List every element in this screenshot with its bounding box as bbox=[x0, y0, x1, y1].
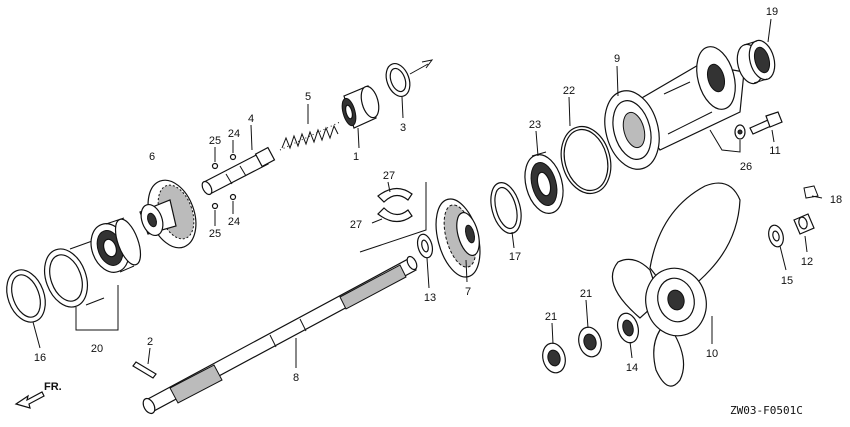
part-24-pin-top bbox=[229, 153, 237, 161]
label-part-21-lower: 21 bbox=[545, 311, 557, 323]
part-26-washer bbox=[734, 124, 746, 140]
part-18-cotter-pin bbox=[803, 185, 819, 199]
part-4-shift-shaft bbox=[201, 146, 276, 196]
part-2-pin bbox=[132, 361, 157, 379]
label-part-5: 5 bbox=[305, 91, 311, 103]
part-19-needle-bearing bbox=[736, 39, 776, 85]
label-part-3: 3 bbox=[400, 122, 406, 134]
label-part-7: 7 bbox=[465, 286, 471, 298]
part-16-o-ring bbox=[6, 269, 46, 323]
part-15-washer bbox=[768, 224, 784, 248]
label-part-10: 10 bbox=[706, 348, 718, 360]
label-part-6: 6 bbox=[149, 151, 155, 163]
label-part-24-bottom: 24 bbox=[228, 216, 240, 228]
label-part-27-bottom: 27 bbox=[350, 219, 362, 231]
label-part-1: 1 bbox=[353, 151, 359, 163]
part-25-pin-top bbox=[211, 162, 219, 170]
label-part-21-upper: 21 bbox=[580, 288, 592, 300]
part-23-ball-bearing bbox=[524, 151, 564, 214]
part-24-pin-bottom bbox=[229, 193, 237, 201]
part-20-tapered-roller-bearing bbox=[90, 217, 142, 273]
part-3-ring bbox=[385, 62, 411, 98]
label-part-23: 23 bbox=[529, 119, 541, 131]
part-20-bearing-race bbox=[43, 239, 105, 308]
part-10-propeller bbox=[611, 182, 741, 387]
direction-label: FR. bbox=[44, 381, 62, 393]
label-part-25-bottom: 25 bbox=[209, 228, 221, 240]
part-1-clutch bbox=[341, 85, 380, 129]
label-part-13: 13 bbox=[424, 292, 436, 304]
part-27-clips bbox=[377, 187, 413, 223]
label-part-11: 11 bbox=[769, 145, 780, 157]
part-21-oil-seal-upper bbox=[578, 326, 602, 358]
label-part-8: 8 bbox=[293, 372, 299, 384]
label-part-26: 26 bbox=[740, 161, 752, 173]
part-12-castle-nut bbox=[793, 213, 815, 235]
part-6-pinion-gear bbox=[139, 179, 197, 249]
label-part-15: 15 bbox=[781, 275, 793, 287]
part-21-oil-seal-lower bbox=[542, 342, 566, 374]
label-part-22: 22 bbox=[563, 85, 575, 97]
label-part-9: 9 bbox=[614, 53, 620, 65]
part-14-spacer bbox=[616, 312, 640, 344]
label-part-27-top: 27 bbox=[383, 170, 395, 182]
label-part-16: 16 bbox=[34, 352, 46, 364]
label-part-18: 18 bbox=[830, 194, 842, 206]
label-part-17: 17 bbox=[509, 251, 521, 263]
diagram-code: ZW03-F0501C bbox=[730, 404, 803, 417]
label-part-2: 2 bbox=[147, 336, 153, 348]
part-22-o-ring bbox=[560, 125, 612, 195]
part-8-propeller-shaft bbox=[142, 255, 418, 415]
part-11-bolt bbox=[749, 111, 783, 135]
direction-arrow-icon bbox=[14, 391, 45, 409]
label-part-19: 19 bbox=[766, 6, 778, 18]
label-part-4: 4 bbox=[248, 113, 254, 125]
part-5-spring bbox=[279, 121, 341, 151]
part-7-bevel-gear bbox=[435, 198, 481, 278]
label-part-25-top: 25 bbox=[209, 135, 221, 147]
label-part-20: 20 bbox=[91, 343, 103, 355]
part-9-bearing-holder bbox=[604, 46, 745, 170]
label-part-12: 12 bbox=[801, 256, 813, 268]
part-13-washer bbox=[416, 233, 434, 259]
label-part-24-top: 24 bbox=[228, 128, 240, 140]
part-25-pin-bottom bbox=[211, 202, 219, 210]
label-part-14: 14 bbox=[626, 362, 638, 374]
part-17-shim bbox=[490, 182, 522, 234]
